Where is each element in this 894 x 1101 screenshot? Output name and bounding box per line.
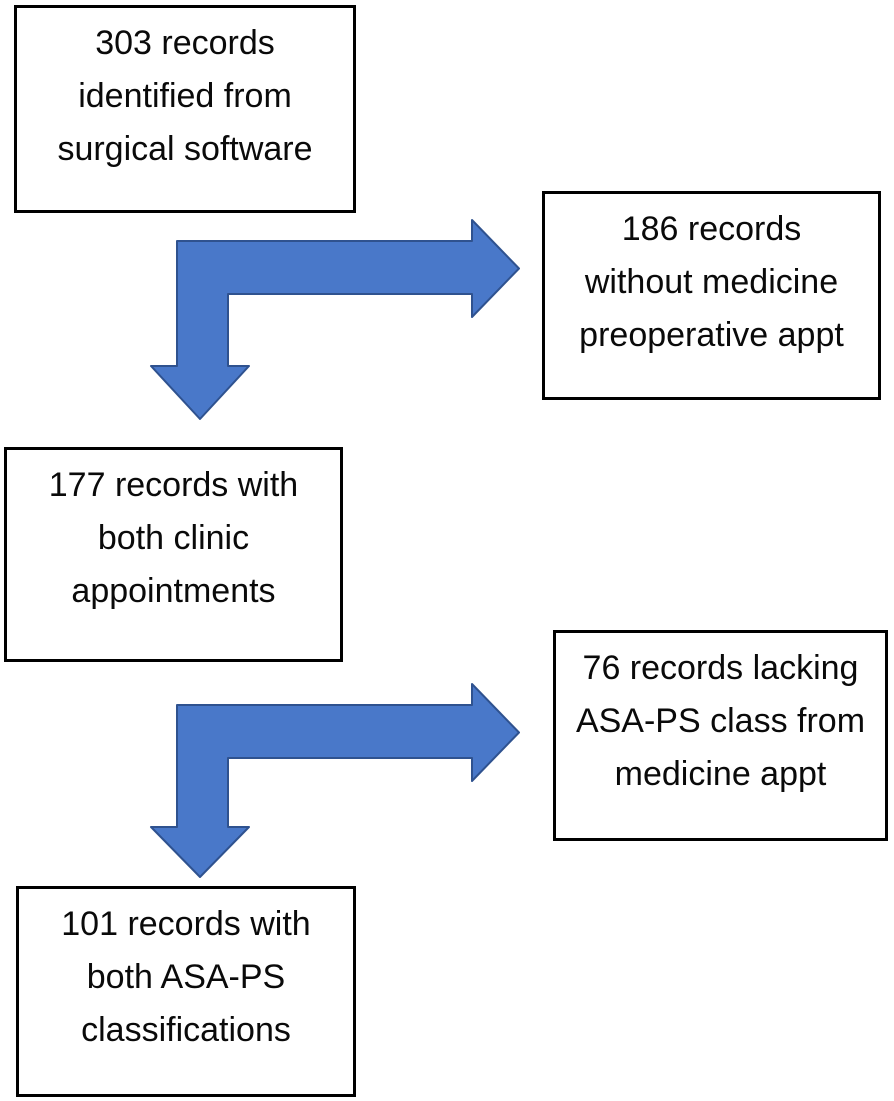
flow-box-records-identified: 303 records identified from surgical sof… [14,5,356,213]
box-text-line: 303 records [95,24,275,62]
flow-box-records-both-asa-ps: 101 records with both ASA-PS classificat… [16,886,356,1097]
box-text-line: 101 records with [61,905,311,943]
flow-box-records-without-medicine-appt: 186 records without medicine preoperativ… [542,191,881,400]
box-text-line: identified from [78,77,292,115]
box-text-line: medicine appt [614,755,827,793]
box-text-line: 186 records [621,210,802,248]
box-text-line: preoperative appt [579,316,844,354]
elbow-arrow-down-and-right-bottom [150,683,520,878]
box-text-line: ASA-PS class from [575,702,866,740]
flow-box-records-both-clinic-appointments: 177 records with both clinic appointment… [4,447,343,662]
box-text-line: both clinic [97,519,250,557]
box-text-line: both ASA-PS [86,958,286,996]
box-text-line: classifications [81,1011,291,1049]
box-text-line: 177 records with [48,466,299,504]
box-text-line: appointments [71,572,276,610]
box-text-line: surgical software [57,130,313,168]
box-text-line: 76 records lacking [582,649,859,687]
box-text-line: without medicine [584,263,839,301]
elbow-arrow-down-and-right-top [150,219,520,420]
flow-box-records-lacking-asa-ps: 76 records lacking ASA-PS class from med… [553,630,888,841]
